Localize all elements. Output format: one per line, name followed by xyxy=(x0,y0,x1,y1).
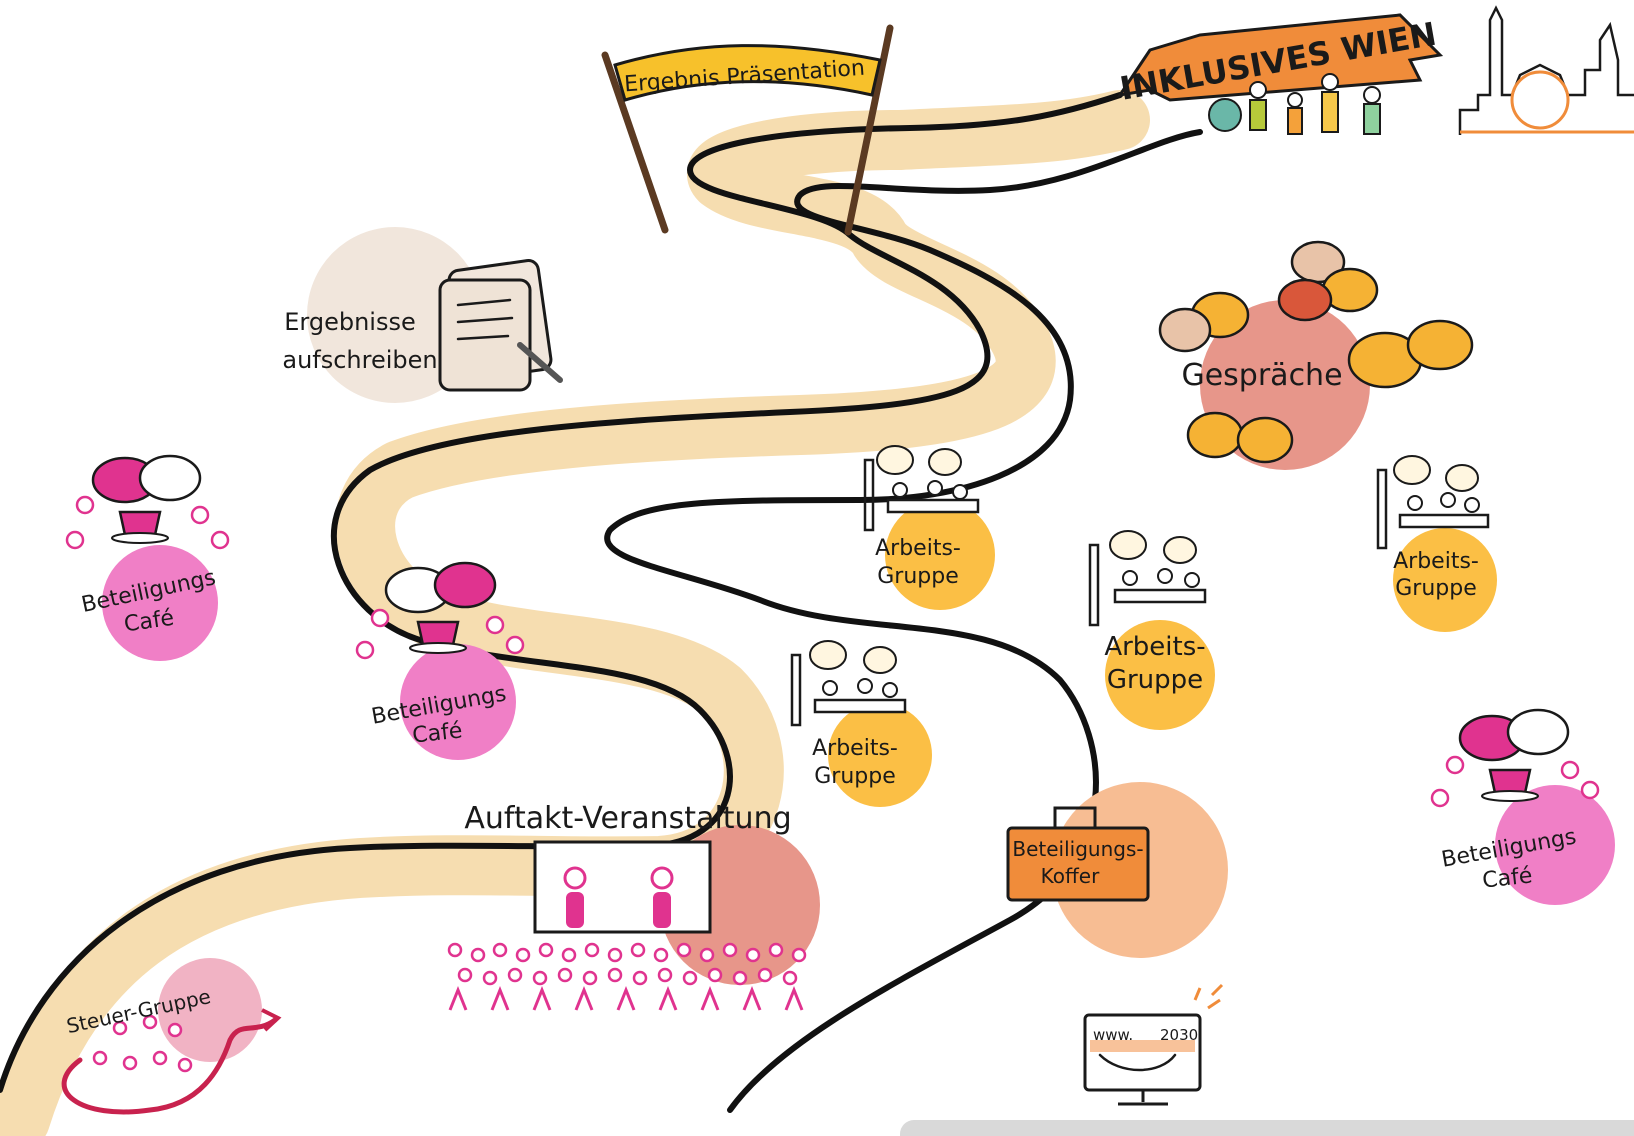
arbeitsgruppe-label-2: Gruppe xyxy=(1395,576,1477,601)
beteiligungs-cafe-1: Beteiligungs Café xyxy=(65,454,230,661)
banner-pole-left xyxy=(601,51,669,234)
coffee-meeting-icon xyxy=(1430,708,1600,808)
workgroup-icon xyxy=(1376,455,1490,550)
arbeitsgruppe-circle xyxy=(828,703,932,807)
workgroup-icon xyxy=(1088,530,1207,627)
gespraeche-label: Gespräche xyxy=(1181,358,1342,393)
cafe-label-2: Café xyxy=(1481,863,1533,893)
arbeitsgruppe-2: Arbeits- Gruppe xyxy=(790,640,932,807)
coffee-meeting-icon xyxy=(355,561,525,660)
banner-cloth xyxy=(613,44,882,102)
arbeitsgruppe-circle xyxy=(1105,620,1215,730)
website-monitor: www. 2030 xyxy=(1083,983,1224,1106)
arbeitsgruppe-label-1: Arbeits- xyxy=(875,536,961,561)
banner-ribbon xyxy=(1116,13,1444,102)
steuer-bg-circle xyxy=(158,958,262,1062)
audience-icon xyxy=(447,942,807,986)
auftakt-label: Auftakt-Veranstaltung xyxy=(464,801,791,836)
cafe-circle xyxy=(1495,785,1615,905)
stage-icon xyxy=(533,840,712,934)
inklusives-wien-banner: INKLUSIVES WIEN xyxy=(1116,13,1444,135)
website-url-year: 2030 xyxy=(1160,1026,1198,1044)
beteiligungs-koffer: Beteiligungs- Koffer xyxy=(1006,782,1228,958)
banner-pole-right xyxy=(844,24,894,236)
cafe-label-2: Café xyxy=(411,718,463,748)
website-url-prefix: www. xyxy=(1093,1026,1133,1044)
koffer-label-2: Koffer xyxy=(1041,864,1100,888)
arbeitsgruppe-label-1: Arbeits- xyxy=(1393,549,1479,574)
arbeitsgruppe-label-2: Gruppe xyxy=(814,764,896,789)
ergebnisse-label-2: aufschreiben xyxy=(282,346,437,374)
beteiligungs-cafe-2: Beteiligungs Café xyxy=(355,561,525,760)
diverse-people-icon xyxy=(1208,73,1381,135)
arbeitsgruppe-circle xyxy=(1393,528,1497,632)
arbeitsgruppe-label-1: Arbeits- xyxy=(1104,632,1205,662)
suitcase-icon xyxy=(1006,826,1150,902)
beteiligungs-cafe-3: Beteiligungs Café xyxy=(1430,708,1615,905)
url-highlight xyxy=(1090,1040,1195,1052)
road-edge-outer xyxy=(0,92,1123,1093)
speech-bubbles-icon xyxy=(1158,240,1474,464)
audience-bodies xyxy=(448,985,804,1011)
arbeitsgruppe-label-2: Gruppe xyxy=(1107,665,1203,695)
ergebnis-praesentation-banner: Ergebnis Präsentation xyxy=(601,24,894,236)
group-people-icon xyxy=(92,1014,193,1073)
arbeitsgruppe-1: Arbeits- Gruppe xyxy=(863,445,995,610)
arbeitsgruppe-3: Arbeits- Gruppe xyxy=(1088,530,1215,730)
arbeitsgruppe-label-1: Arbeits- xyxy=(812,736,898,761)
arbeitsgruppe-4: Arbeits- Gruppe xyxy=(1376,455,1497,632)
workgroup-icon xyxy=(863,445,980,532)
steuer-arrow-icon xyxy=(61,1017,278,1115)
arrow-icon xyxy=(1098,1053,1177,1072)
ergebnisse-label-1: Ergebnisse xyxy=(284,308,416,336)
sparkle-icon xyxy=(1193,983,1224,1010)
vienna-skyline-icon xyxy=(1458,5,1634,135)
gespraeche: Gespräche xyxy=(1158,240,1474,470)
cafe-circle xyxy=(102,545,218,661)
ergebnisse-aufschreiben: Ergebnisse aufschreiben xyxy=(282,227,563,403)
auftakt-veranstaltung: Auftakt-Veranstaltung xyxy=(447,801,820,1011)
road-surface xyxy=(0,90,1150,1136)
bottom-scroll-bar xyxy=(900,1120,1634,1136)
speakers-icon xyxy=(563,866,674,928)
koffer-label-1: Beteiligungs- xyxy=(1012,837,1143,861)
suitcase-handle xyxy=(1053,806,1097,828)
documents-icon xyxy=(438,259,563,392)
arbeitsgruppe-label-2: Gruppe xyxy=(877,564,959,589)
workgroup-icon xyxy=(790,640,907,727)
pen-icon xyxy=(517,342,563,383)
steuer-gruppe: Steuer-Gruppe xyxy=(61,958,282,1115)
coffee-meeting-icon xyxy=(65,454,230,550)
arbeitsgruppe-circle xyxy=(885,500,995,610)
cafe-circle xyxy=(400,644,516,760)
